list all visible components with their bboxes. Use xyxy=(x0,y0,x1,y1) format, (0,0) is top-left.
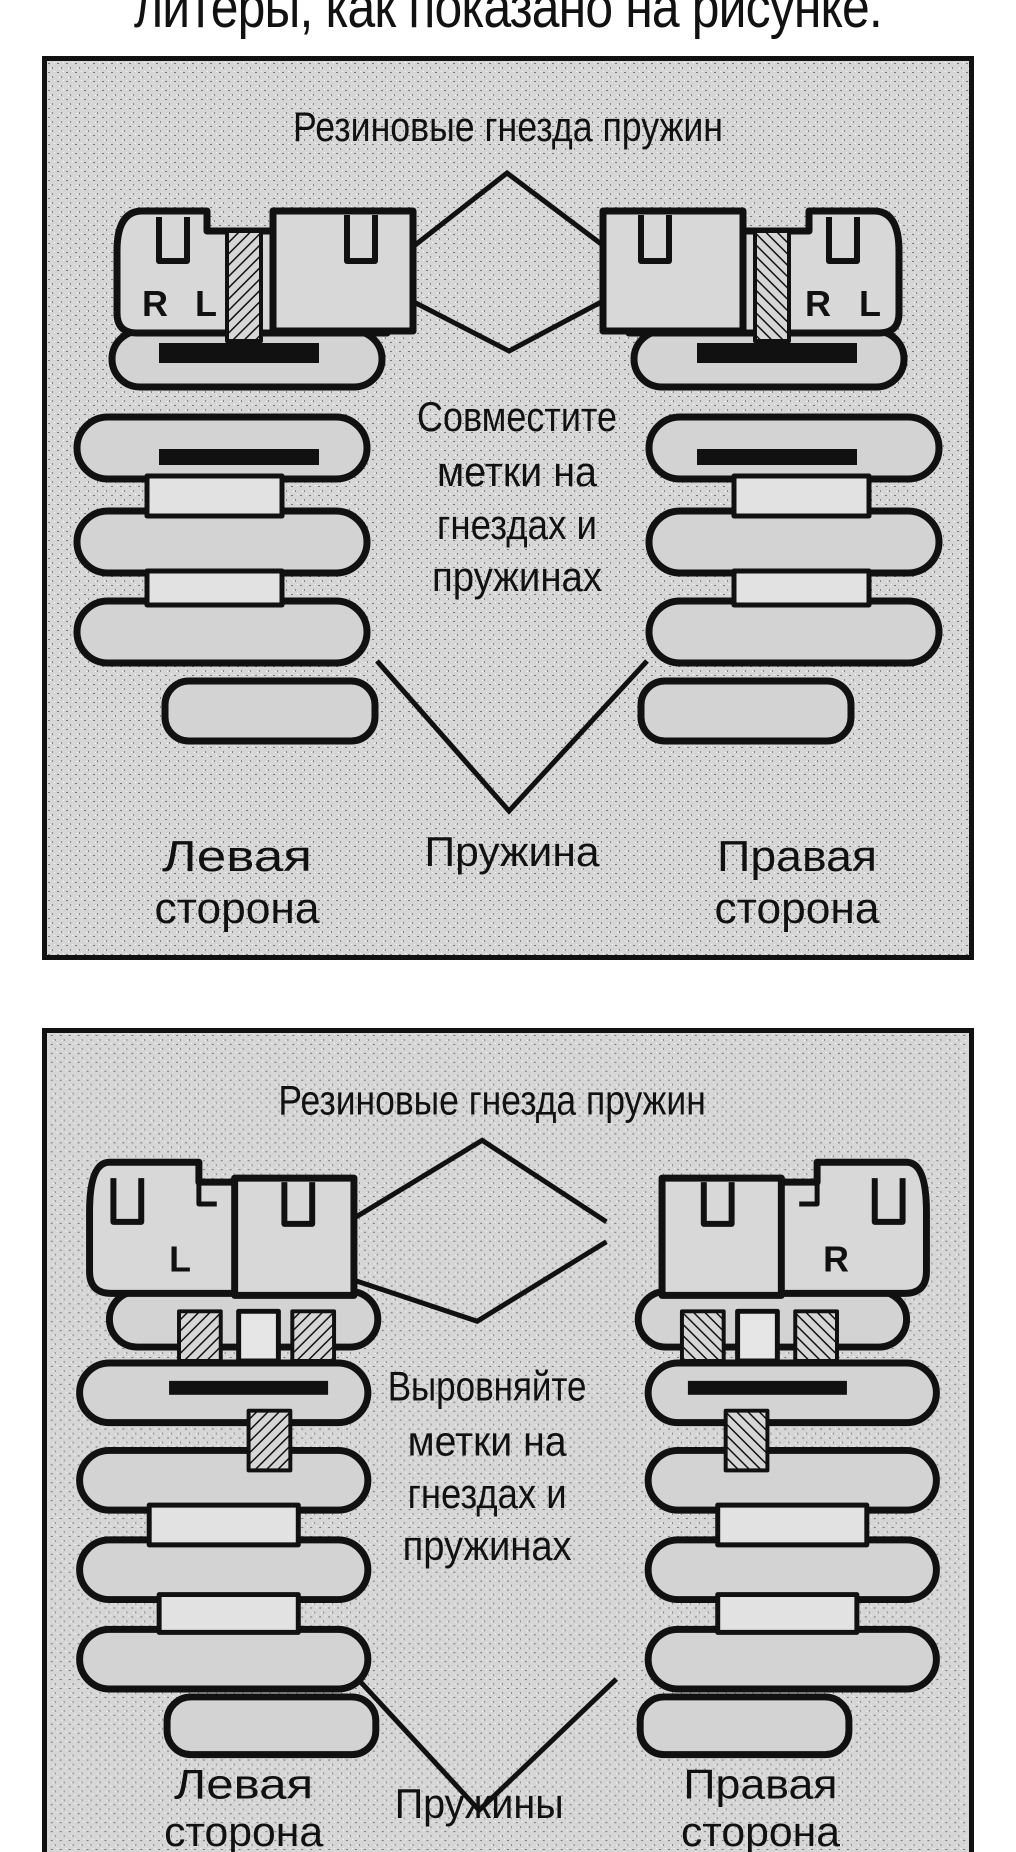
center-line-3: гнездах и xyxy=(408,1470,567,1517)
right-side-line-1: Правая xyxy=(717,832,877,881)
right-mark-r: R xyxy=(805,283,831,324)
right-mark: R xyxy=(823,1240,849,1280)
left-side-line-2: сторона xyxy=(164,1808,324,1852)
left-mark-r: R xyxy=(142,283,168,324)
center-line-3: гнездах и xyxy=(437,501,597,548)
figure-bottom-drawing: L R Резиновые гнезда пружин Выровняйте м… xyxy=(49,1033,967,1852)
left-spring-bottom xyxy=(80,1162,378,1754)
left-side-label-bottom: Левая сторона xyxy=(164,1760,324,1852)
figure-top: R L R L Резиновые гнезда пружин Совмести… xyxy=(42,56,974,960)
center-line-2: метки на xyxy=(437,448,598,495)
left-side-line-1: Левая xyxy=(174,1760,313,1807)
right-side-label-bottom: Правая сторона xyxy=(681,1760,841,1852)
figure-top-drawing: R L R L Резиновые гнезда пружин Совмести… xyxy=(47,61,969,955)
right-side-line-2: сторона xyxy=(715,884,881,933)
title-top: Резиновые гнезда пружин xyxy=(293,103,723,150)
left-side-line-1: Левая xyxy=(162,832,312,881)
right-side-line-2: сторона xyxy=(681,1808,841,1852)
right-mark-l: L xyxy=(859,283,881,324)
center-line-1: Совместите xyxy=(417,393,617,440)
center-note-top: Совместите метки на гнездах и пружинах xyxy=(417,393,617,600)
figure-bottom: L R Резиновые гнезда пружин Выровняйте м… xyxy=(42,1028,974,1852)
caption-text: литеры, как показано на рисунке. xyxy=(134,0,883,40)
springs-label-bottom: Пружины xyxy=(395,1780,564,1827)
left-mark-l: L xyxy=(195,283,217,324)
right-spring-bottom xyxy=(638,1162,936,1754)
center-line-4: пружинах xyxy=(403,1522,572,1569)
right-side-line-1: Правая xyxy=(683,1760,837,1807)
leader-lines-top xyxy=(375,169,649,815)
spring-label-top: Пружина xyxy=(425,828,601,875)
center-note-bottom: Выровняйте метки на гнездах и пружинах xyxy=(388,1363,587,1569)
left-mark: L xyxy=(169,1240,191,1280)
center-line-2: метки на xyxy=(408,1417,568,1464)
left-side-label-top: Левая сторона xyxy=(155,832,321,933)
center-line-1: Выровняйте xyxy=(388,1363,587,1410)
left-side-line-2: сторона xyxy=(155,884,321,933)
center-line-4: пружинах xyxy=(432,553,602,600)
right-side-label-top: Правая сторона xyxy=(715,832,881,933)
title-bottom: Резиновые гнезда пружин xyxy=(278,1077,705,1124)
